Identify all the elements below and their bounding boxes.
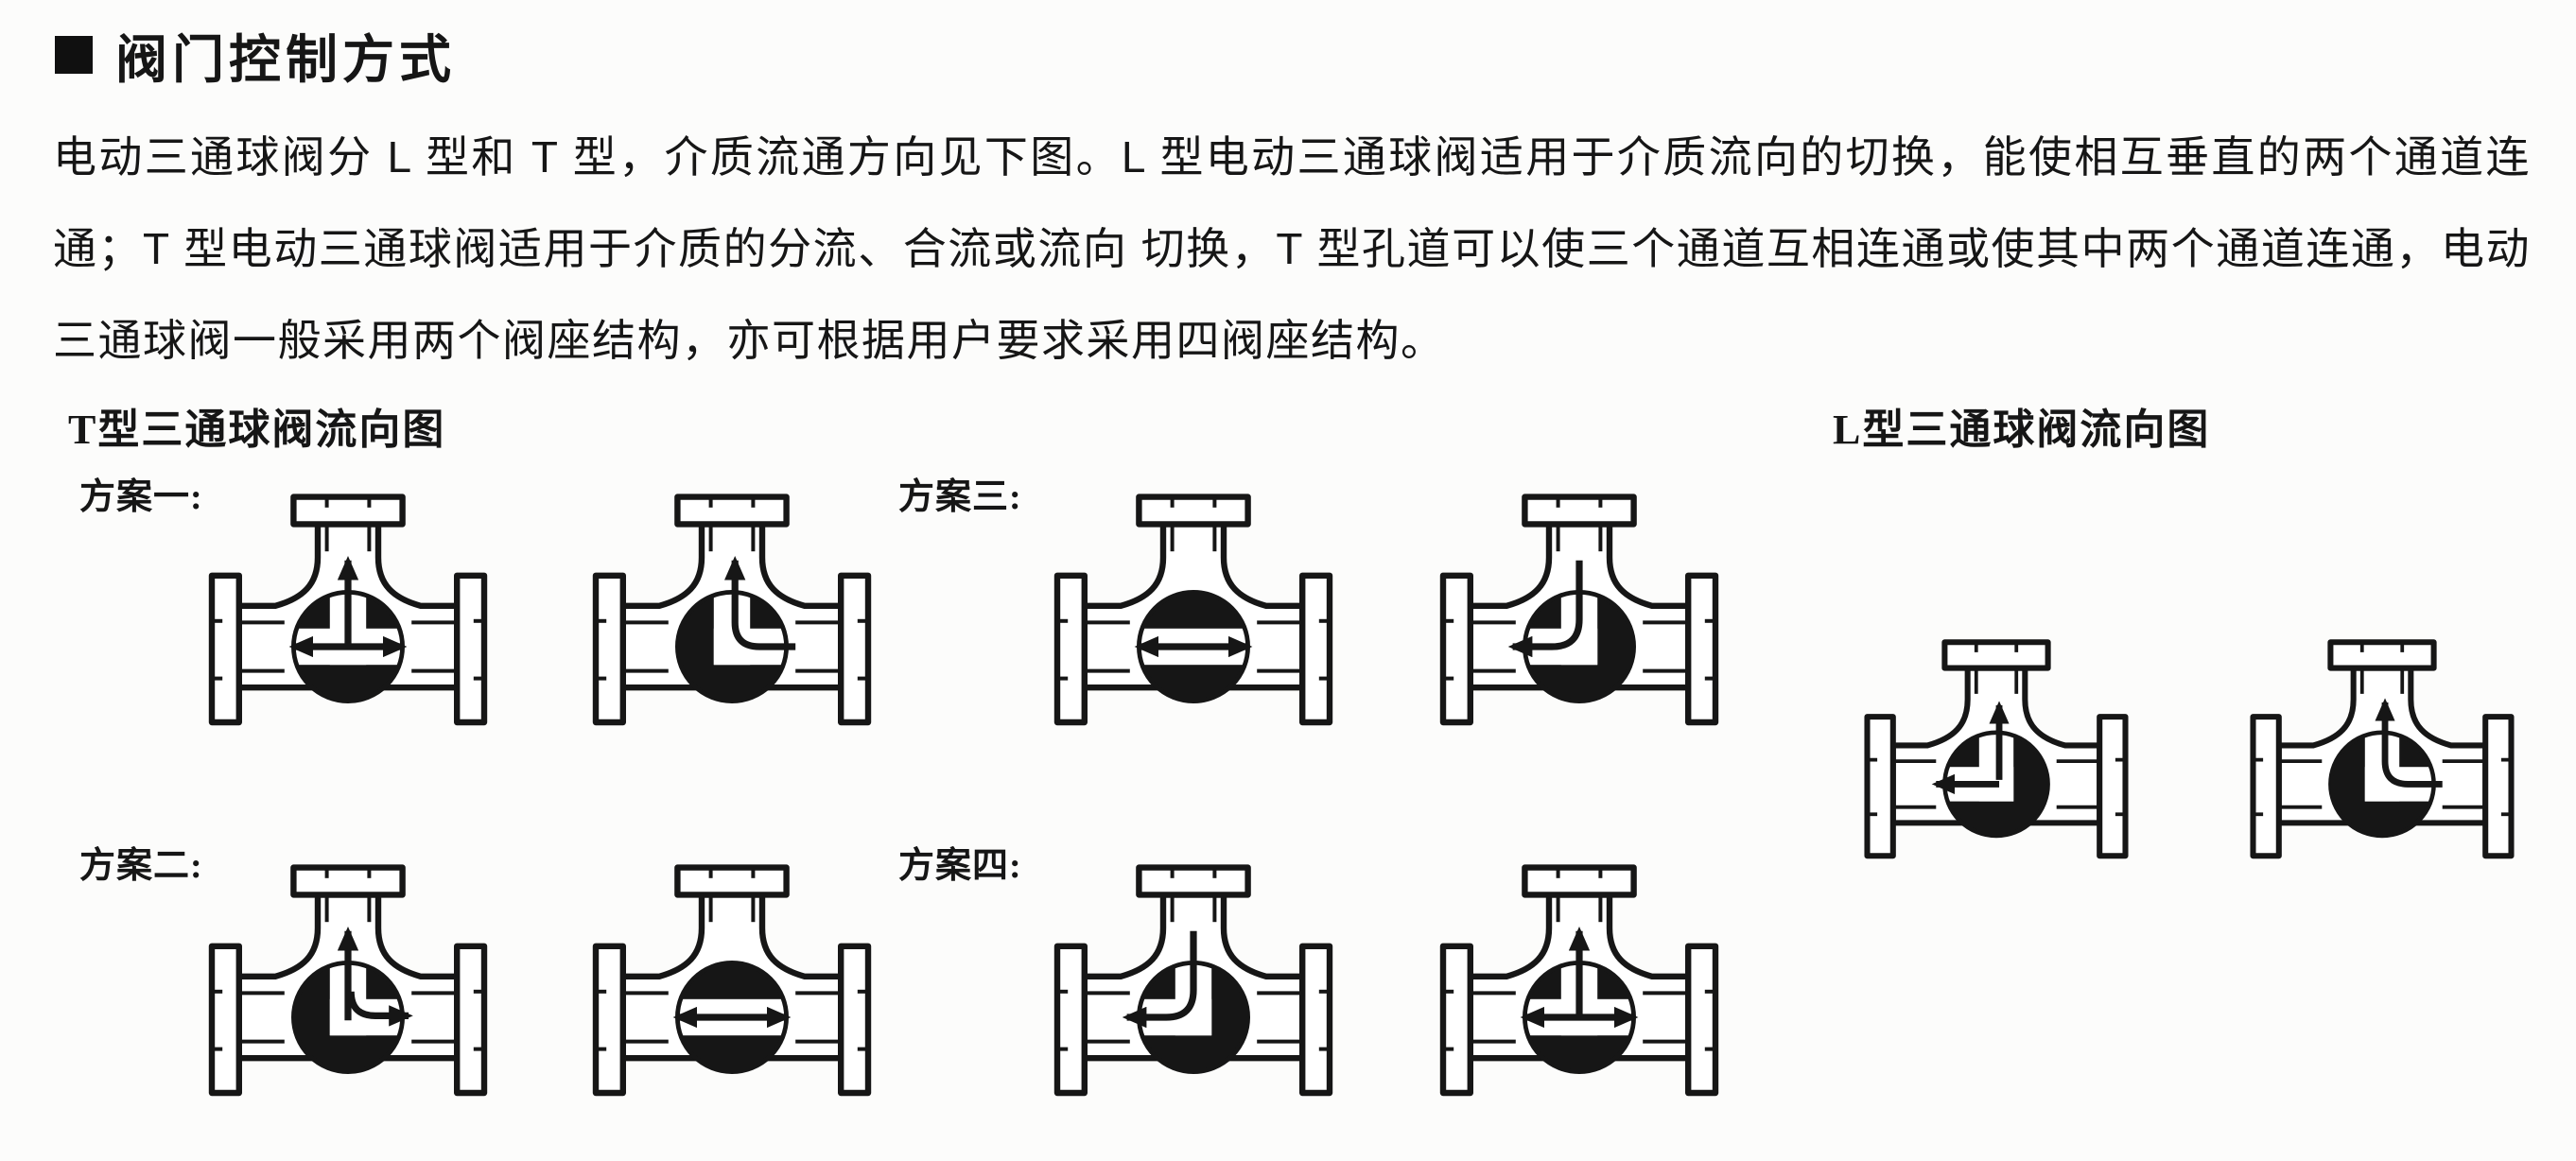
valve-diagram-all-ports-open — [1413, 843, 1746, 1116]
t-section-title: T型三通球阀流向图 — [68, 407, 446, 453]
valve-flow-svg — [1053, 494, 1333, 726]
page-title: 阀门控制方式 — [115, 30, 457, 89]
l-section-title: L型三通球阀流向图 — [1833, 407, 2211, 453]
section-marker-icon — [55, 36, 93, 74]
scheme-label-2: 方案二: — [79, 846, 203, 886]
valve-diagram-straight-through — [566, 843, 898, 1116]
valve-flow-svg — [1864, 639, 2129, 859]
valve-flow-svg — [1439, 494, 1719, 726]
page-header: 阀门控制方式 — [55, 17, 456, 93]
scheme-label-3: 方案三: — [898, 477, 1022, 517]
scheme-label-1: 方案一: — [79, 477, 203, 517]
valve-flow-svg — [1053, 864, 1333, 1097]
valve-flow-svg — [1439, 864, 1719, 1097]
valve-flow-svg — [208, 864, 488, 1097]
valve-flow-svg — [592, 494, 872, 726]
valve-flow-svg — [2250, 639, 2515, 859]
valve-diagram-right-top-open — [2224, 619, 2540, 877]
valve-diagram-top-right-open — [182, 843, 514, 1116]
valve-flow-svg — [592, 864, 872, 1097]
valve-diagram-straight-through — [1027, 473, 1360, 745]
valve-flow-svg — [208, 494, 488, 726]
valve-diagram-top-left-open — [1413, 473, 1746, 745]
intro-paragraph: 电动三通球阀分 L 型和 T 型，介质流通方向见下图。L 型电动三通球阀适用于介… — [53, 132, 2531, 365]
valve-diagram-right-top-open — [566, 473, 898, 745]
valve-diagram-top-left-open — [1027, 843, 1360, 1116]
scheme-label-4: 方案四: — [898, 846, 1022, 886]
valve-diagram-left-top-open — [1838, 619, 2154, 877]
valve-diagram-all-ports-open — [182, 473, 514, 745]
